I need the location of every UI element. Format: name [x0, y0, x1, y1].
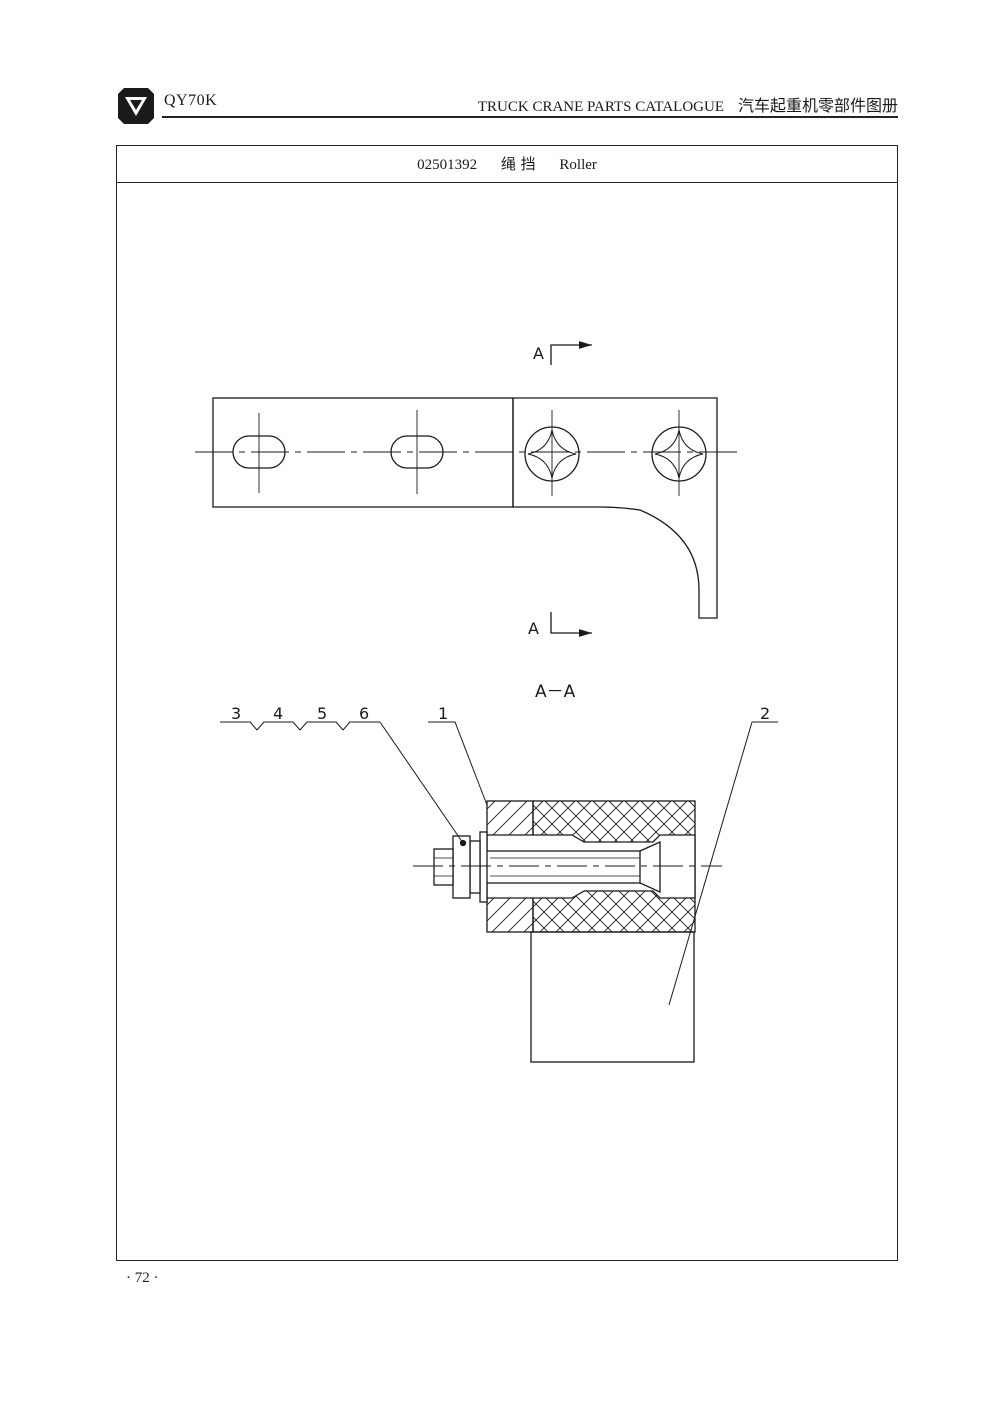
- washer-flat: [479, 831, 488, 903]
- callout-leader-6: [379, 721, 464, 844]
- page-header: QY70K TRUCK CRANE PARTS CATALOGUE 汽车起重机零部…: [116, 84, 898, 124]
- plan-view: A A: [195, 341, 740, 638]
- washer-spring: [469, 840, 481, 894]
- part-name-cn: 绳 挡: [500, 155, 536, 173]
- catalogue-title: TRUCK CRANE PARTS CATALOGUE 汽车起重机零部件图册: [478, 92, 898, 116]
- part-number: 02501392: [417, 157, 478, 173]
- callout-leader-1: [428, 721, 488, 806]
- section-mark-top: A: [533, 344, 544, 363]
- callout-leader-group: [220, 721, 380, 731]
- countersunk-hole-2: [651, 410, 707, 496]
- drawing-frame: 02501392 绳 挡 Roller: [116, 145, 898, 1261]
- page-number: · 72 ·: [126, 1270, 159, 1286]
- section-arrow-top: [550, 341, 592, 365]
- slot-hole-1: [232, 413, 286, 493]
- support-plate: [530, 931, 695, 1063]
- callout-1: 1: [438, 704, 448, 723]
- callout-4: 4: [273, 704, 283, 723]
- countersunk-hole-1: [524, 410, 580, 496]
- plate-left: [212, 397, 514, 508]
- section-mark-bottom: A: [528, 619, 539, 638]
- callouts: [220, 721, 778, 1006]
- callout-2: 2: [760, 704, 770, 723]
- plate-bracket: [512, 397, 718, 619]
- catalogue-title-en: TRUCK CRANE PARTS CATALOGUE: [477, 99, 724, 115]
- callout-3: 3: [231, 704, 241, 723]
- section-view: [413, 800, 722, 1063]
- part-name-en: Roller: [559, 157, 597, 173]
- callout-5: 5: [317, 704, 327, 723]
- section-title: A－A: [535, 682, 576, 702]
- bolt-end: [433, 848, 454, 886]
- callout-6: 6: [359, 704, 369, 723]
- catalogue-title-cn: 汽车起重机零部件图册: [737, 96, 898, 115]
- header-rule: [162, 116, 898, 118]
- section-arrow-bottom: [550, 612, 592, 637]
- xcmg-logo-icon: [118, 88, 154, 124]
- bolt-head: [639, 840, 661, 894]
- part-title-band: 02501392 绳 挡 Roller: [117, 146, 897, 183]
- callout-leader-2: [668, 721, 778, 1006]
- slot-hole-2: [390, 410, 444, 494]
- bolt-shaft: [483, 850, 653, 884]
- model-code: QY70K: [164, 92, 218, 109]
